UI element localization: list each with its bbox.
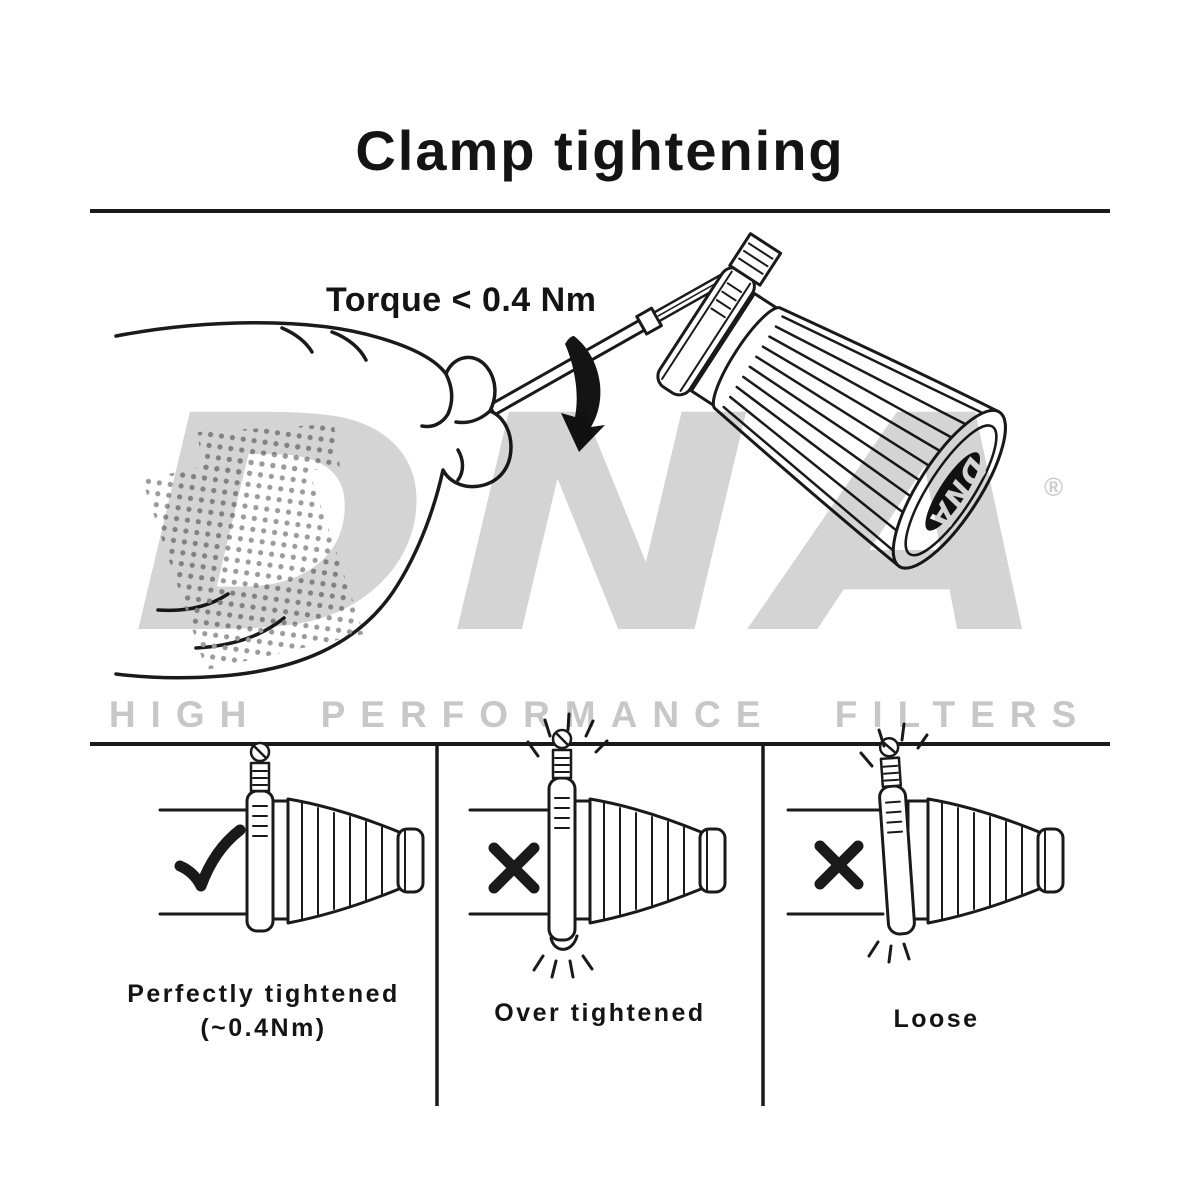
caption-perfectly-tightened: Perfectly tightened bbox=[127, 980, 400, 1008]
main-illustration: DNA bbox=[114, 232, 1007, 680]
cross-mark-icon bbox=[488, 842, 540, 894]
filter-end-cap-rim bbox=[904, 424, 998, 557]
clamp-band bbox=[245, 789, 275, 933]
panel-loose-illustration bbox=[786, 722, 1065, 964]
stress-lines-bottom bbox=[532, 954, 594, 979]
cross-mark-icon bbox=[814, 840, 864, 890]
knuckle-line-2 bbox=[280, 326, 314, 354]
clamp-band-squeezed bbox=[547, 776, 577, 942]
torque-spec-label: Torque < 0.4 Nm bbox=[326, 281, 597, 319]
caption-perfect-torque-value: (~0.4Nm) bbox=[200, 1014, 327, 1042]
shake-lines-bottom bbox=[867, 940, 911, 964]
filter-small-loose bbox=[859, 722, 1065, 964]
filter-small-over bbox=[526, 712, 727, 979]
clamp-perforations bbox=[710, 282, 743, 319]
filter-pleats bbox=[722, 315, 991, 557]
air-filter: DNA bbox=[656, 232, 1007, 570]
check-mark-icon bbox=[174, 824, 246, 892]
clamp-band-loose bbox=[878, 737, 916, 936]
thumb-crease bbox=[456, 448, 465, 482]
torque-arrow-icon bbox=[561, 336, 605, 452]
thumb-finger-crease bbox=[454, 409, 492, 425]
screwdriver-shaft bbox=[487, 319, 646, 417]
shake-lines-top bbox=[859, 722, 929, 768]
caption-over-tightened: Over tightened bbox=[494, 999, 706, 1027]
stress-lines-top bbox=[526, 712, 609, 758]
panel-perfect-illustration bbox=[158, 741, 425, 933]
knuckle-line-1 bbox=[330, 330, 368, 362]
index-finger-crease bbox=[420, 372, 454, 429]
worm-housing-slots bbox=[738, 242, 774, 275]
caption-loose: Loose bbox=[893, 1005, 980, 1033]
page-title: Clamp tightening bbox=[355, 119, 845, 182]
filter-small-perfect bbox=[245, 741, 425, 933]
halftone-shading bbox=[142, 424, 364, 670]
filter-logo-badge bbox=[925, 452, 981, 531]
panel-over-illustration bbox=[468, 712, 727, 979]
